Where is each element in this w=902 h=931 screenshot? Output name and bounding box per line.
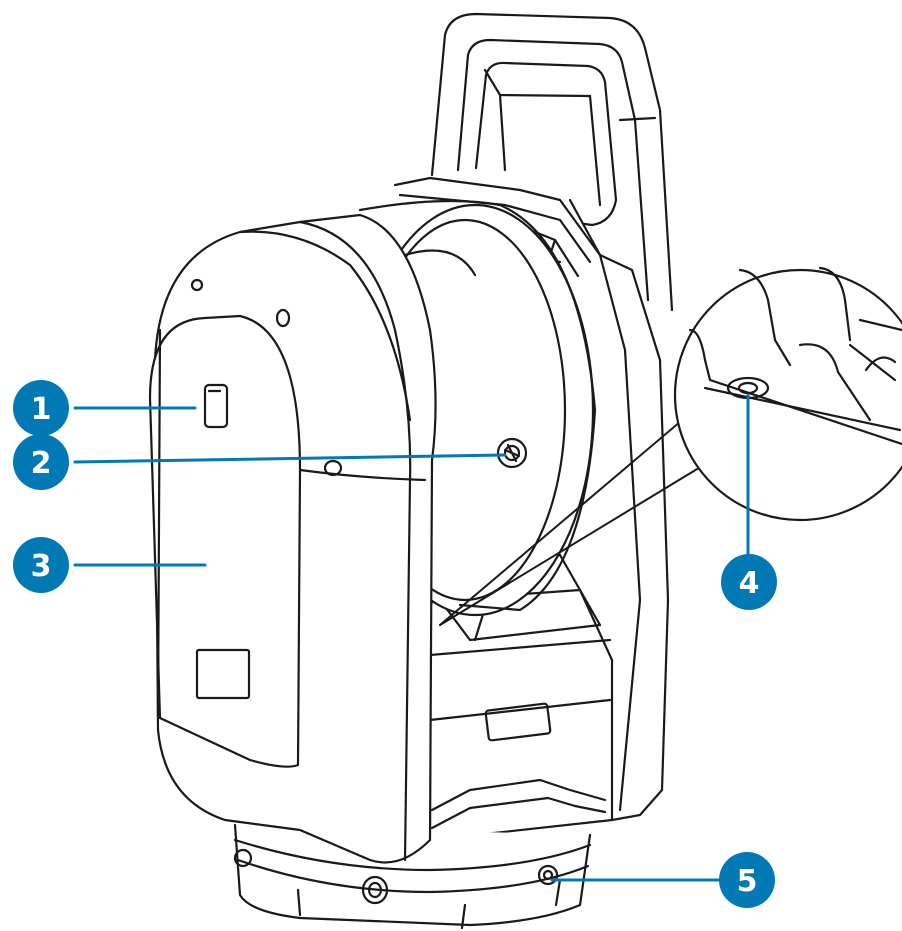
rotating-base [233,823,592,930]
device-illustration [148,12,902,930]
callout-4: 4 [721,554,777,610]
vent-slot [484,702,552,742]
callout-2: 2 [13,434,69,490]
leader-2 [73,453,507,464]
battery-cover [148,314,302,768]
label-plate [195,648,251,700]
callout-number: 5 [737,864,758,899]
base-screw [537,864,559,886]
callout-number: 1 [31,392,52,427]
callout-number: 3 [31,549,52,584]
callout-leaders [73,393,750,882]
callout-5: 5 [719,852,775,908]
callout-1: 1 [13,380,69,436]
carry-handle [430,12,674,312]
callout-number: 4 [739,566,760,601]
right-frame [393,176,670,822]
power-button [203,383,229,429]
callout-number: 2 [31,446,52,481]
callout-badges: 1 2 3 4 5 [13,380,777,908]
detail-magnifier [439,266,902,626]
callout-3: 3 [13,537,69,593]
